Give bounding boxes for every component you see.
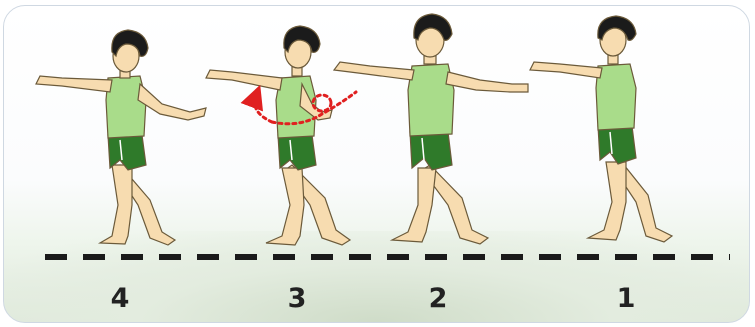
ground-shade	[4, 231, 749, 322]
walker-figure-3	[205, 25, 352, 246]
step-label-4: 4	[110, 283, 130, 314]
step-label-3: 3	[287, 283, 307, 314]
walker-figure-1	[529, 15, 674, 243]
walker-figure-2	[332, 13, 529, 245]
walker-figure-4	[35, 29, 207, 246]
rotation-arrow-icon	[240, 84, 358, 126]
step-label-1: 1	[616, 283, 636, 314]
step-label-2: 2	[428, 283, 448, 314]
